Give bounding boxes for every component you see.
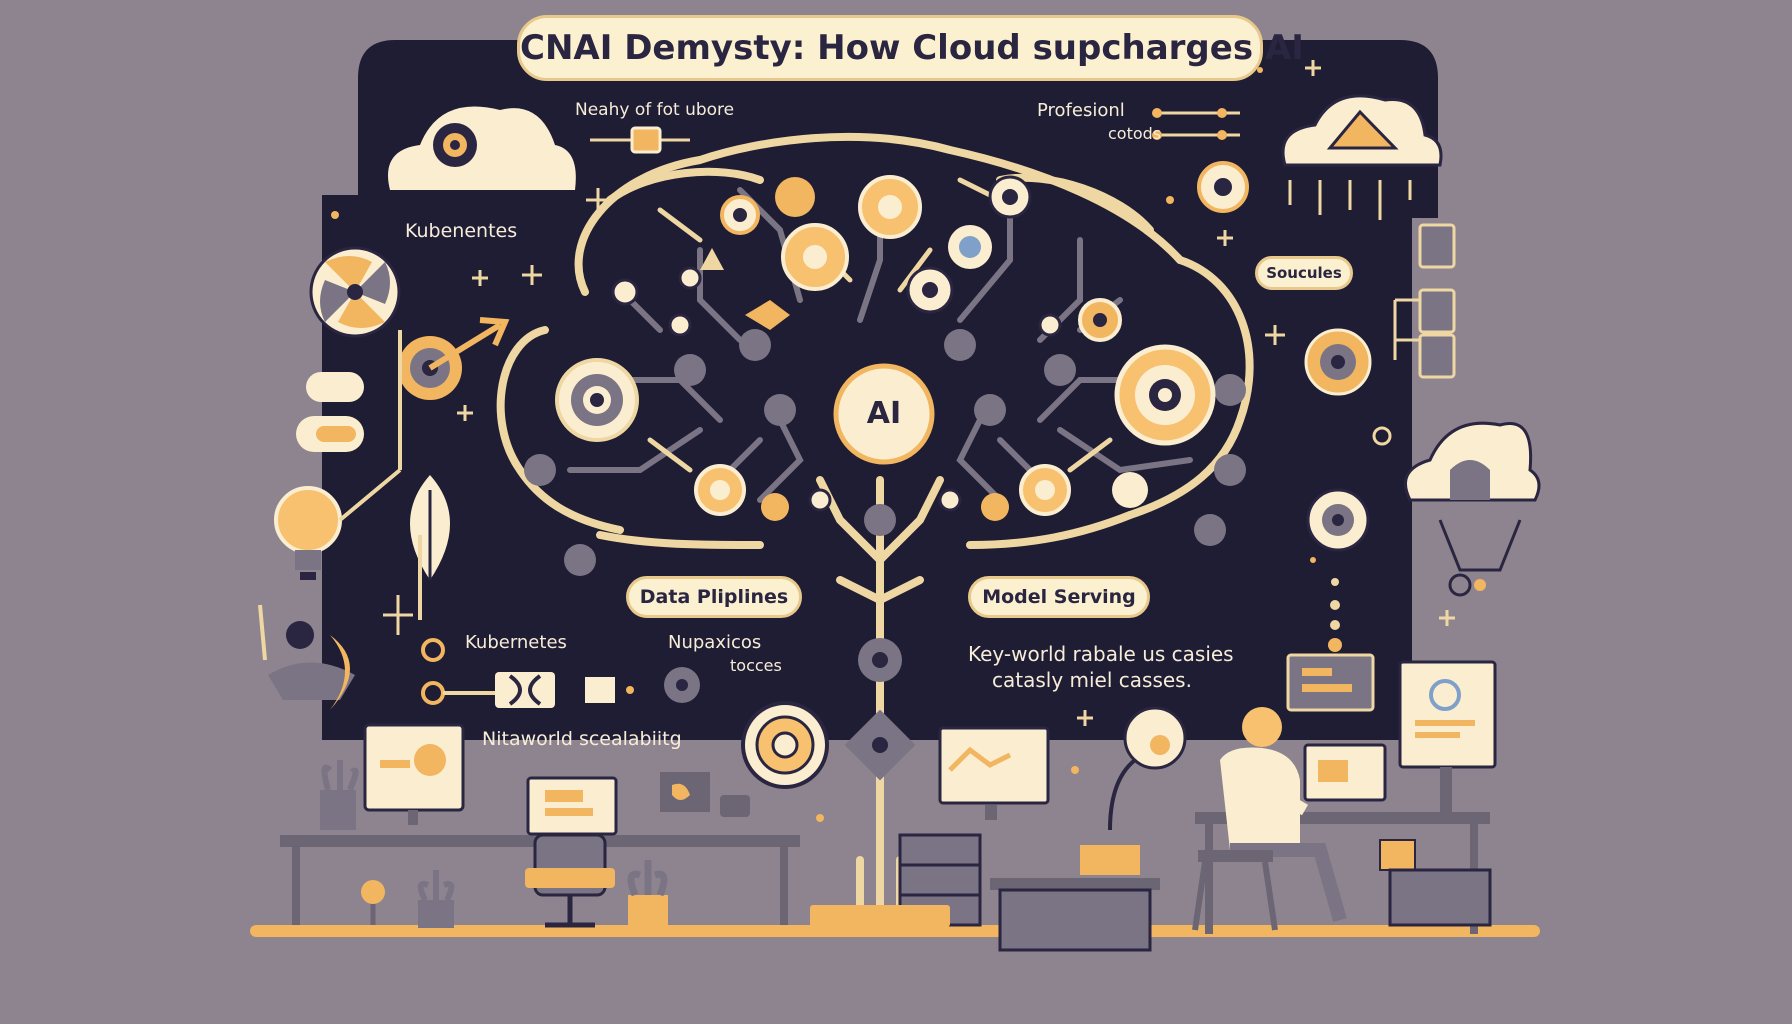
target-node-right	[1114, 344, 1216, 446]
cloud-network-icon	[1404, 421, 1541, 597]
office-chair-icon	[525, 833, 615, 928]
label-kubernetes-top: Kubenentes	[405, 220, 518, 242]
plant-icon-center	[627, 860, 668, 925]
label-data-pipelines: Data Pliplines	[626, 576, 802, 618]
monitor-icon-far-right	[1398, 660, 1497, 812]
label-tocces: tocces	[730, 656, 782, 675]
desk-lamp-icon	[1080, 706, 1187, 875]
dashboard-card	[1286, 653, 1375, 712]
dotted-chain	[1328, 578, 1342, 652]
gear-wheel-icon	[741, 701, 829, 789]
cabinet-icon	[810, 833, 982, 927]
fan-icon	[309, 246, 401, 338]
label-scalability: Nitaworld scealabiitg	[482, 728, 682, 750]
page-title: CNAI Demysty: How Cloud supcharges AI	[517, 15, 1304, 81]
cloud-mountain-icon	[1281, 94, 1443, 220]
target-node-left	[555, 358, 639, 442]
label-key-world-1: Key-world rabale us casies	[968, 642, 1234, 666]
kubernetes-chip	[421, 638, 700, 708]
label-model-serving: Model Serving	[968, 576, 1150, 618]
label-top-center: Neahy of fot ubore	[575, 100, 735, 120]
monitor-icon-right	[938, 726, 1050, 820]
monitor-icon-left	[363, 723, 465, 825]
circuit-nodes	[524, 175, 1246, 781]
desk-scene	[250, 812, 1540, 952]
top-right-sliders	[1152, 108, 1240, 140]
label-soucules: Soucules	[1255, 256, 1353, 290]
cloud-gear-icon	[388, 106, 576, 190]
label-nupaxicos: Nupaxicos	[668, 632, 762, 653]
ai-core-node	[833, 363, 935, 465]
label-key-world-2: catasly miel casses.	[992, 668, 1192, 692]
right-target-nodes	[1197, 161, 1392, 552]
shield-icon	[268, 621, 355, 710]
label-top-right-1: Profesionl	[1037, 100, 1125, 121]
plant-icon-left	[320, 760, 359, 830]
left-pills	[296, 372, 364, 452]
storage-boxes	[1379, 839, 1492, 927]
person-at-desk-icon	[1192, 707, 1387, 931]
sparkle-icons	[383, 60, 1455, 726]
lamp-icon	[361, 880, 385, 925]
label-ai-core: AI	[866, 396, 902, 431]
plant-icon-floor	[417, 870, 455, 928]
connector-lines-bottom	[258, 330, 422, 661]
server-stack-icon	[1393, 223, 1456, 379]
monitor-icon-center	[526, 772, 750, 836]
target-icon	[398, 317, 510, 400]
label-top-right-2: cotods	[1108, 124, 1162, 143]
top-center-slider	[590, 126, 690, 154]
label-kubernetes-bottom: Kubernetes	[465, 632, 567, 653]
